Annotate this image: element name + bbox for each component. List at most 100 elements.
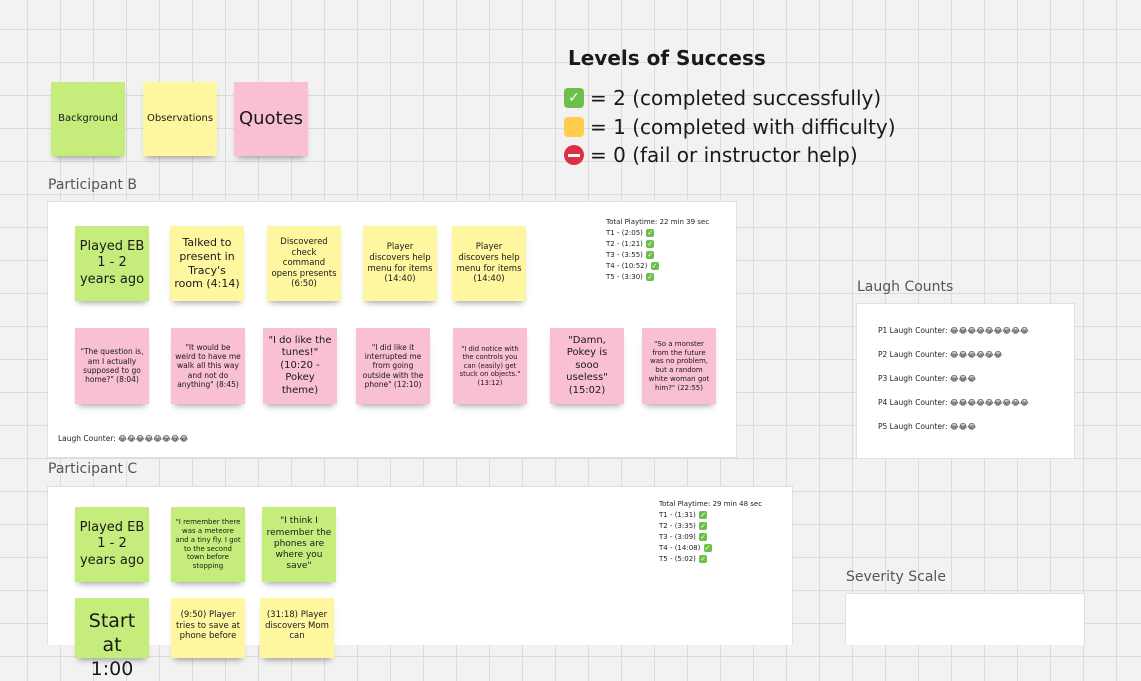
check-icon: ✓	[646, 251, 655, 259]
task-time: T4 - (10:52)	[606, 262, 648, 270]
legend-row-fail: = 0 (fail or instructor help)	[564, 143, 858, 167]
laugh-counts-frame[interactable]: P1 Laugh Counter: 😂😂😂😂😂😂😂😂😂 P2 Laugh Cou…	[856, 303, 1075, 459]
task-time: T1 - (1:31)	[659, 511, 696, 519]
task-row: T3 - (3:09) ✓	[659, 532, 762, 543]
task-row: T5 - (3:30) ✓	[606, 272, 709, 283]
quote-sticky[interactable]: "It would be weird to have me walk all t…	[171, 328, 245, 404]
check-icon: ✓	[699, 555, 708, 563]
key-observations-label: Observations	[146, 112, 214, 124]
total-playtime: Total Playtime: 29 min 48 sec	[659, 500, 763, 508]
sticky-text: Discovered check command opens presents …	[271, 236, 337, 290]
sticky-text: "I think I remember the phones are where…	[266, 516, 332, 572]
quote-sticky[interactable]: "The question is, am I actually supposed…	[75, 328, 149, 404]
legend-row-success: ✓ = 2 (completed successfully)	[564, 86, 881, 110]
sticky-text: "I remember there was a meteore and a ti…	[175, 518, 241, 570]
check-icon: ✓	[699, 533, 708, 541]
task-row: T4 - (14:08) ✓	[659, 543, 762, 554]
yellow-square-icon	[564, 117, 584, 137]
sticky-text: "It would be weird to have me walk all t…	[175, 342, 241, 390]
laugh-row: P3 Laugh Counter: 😂😂😂	[878, 374, 977, 383]
legend-row-difficulty: = 1 (completed with difficulty)	[564, 115, 896, 139]
task-time: T3 - (3:09)	[659, 533, 696, 541]
observation-sticky[interactable]: Discovered check command opens presents …	[267, 226, 341, 301]
sticky-text: Played EB 1 - 2 years ago	[79, 239, 145, 287]
observation-sticky[interactable]: Player discovers help menu for items (14…	[452, 226, 526, 301]
task-row: T3 - (3:55) ✓	[606, 250, 709, 261]
sticky-text: (9:50) Player tries to save at phone bef…	[176, 610, 240, 642]
severity-frame[interactable]	[845, 593, 1085, 645]
observation-sticky[interactable]: (31:18) Player discovers Mom can	[260, 598, 334, 658]
sticky-text: Talked to present in Tracy's room (4:14)	[174, 236, 240, 291]
laugh-row: P5 Laugh Counter: 😂😂😂	[878, 422, 977, 431]
participant-b-label: Participant B	[48, 177, 137, 193]
task-time: T2 - (1:21)	[606, 240, 643, 248]
task-time: T2 - (3:35)	[659, 522, 696, 530]
quote-sticky[interactable]: "I do like the tunes!" (10:20 - Pokey th…	[263, 328, 337, 404]
task-time: T5 - (5:02)	[659, 555, 696, 563]
task-row: T2 - (1:21) ✓	[606, 239, 709, 250]
legend-text: = 2 (completed successfully)	[590, 86, 882, 110]
task-row: T4 - (10:52) ✓	[606, 261, 709, 272]
background-sticky[interactable]: Played EB 1 - 2 years ago	[75, 507, 149, 582]
sticky-text: "I did like it interrupted me from going…	[362, 342, 424, 390]
quote-sticky[interactable]: "So a monster from the future was no pro…	[642, 328, 716, 404]
sticky-text: "The question is, am I actually supposed…	[80, 347, 144, 385]
check-icon: ✓	[699, 522, 708, 530]
key-background-label: Background	[58, 112, 118, 124]
laugh-row: P2 Laugh Counter: 😂😂😂😂😂😂	[878, 350, 1003, 359]
key-quotes-label: Quotes	[238, 107, 304, 129]
task-row: T2 - (3:35) ✓	[659, 521, 762, 532]
no-entry-icon	[564, 145, 584, 165]
key-quotes-sticky[interactable]: Quotes	[234, 82, 308, 156]
participant-c-label: Participant C	[48, 461, 138, 477]
quote-sticky[interactable]: "I did notice with the controls you can …	[453, 328, 527, 404]
observation-sticky[interactable]: Player discovers help menu for items (14…	[363, 226, 437, 301]
playtime-stats: Total Playtime: 22 min 39 sec T1 - (2:05…	[606, 217, 709, 283]
severity-label: Severity Scale	[846, 569, 946, 585]
task-time: T3 - (3:55)	[606, 251, 643, 259]
task-time: T1 - (2:05)	[606, 229, 643, 237]
total-playtime: Total Playtime: 22 min 39 sec	[606, 218, 710, 226]
laugh-counter: Laugh Counter: 😂😂😂😂😂😂😂😂	[58, 434, 189, 443]
key-observations-sticky[interactable]: Observations	[143, 82, 217, 156]
laugh-counts-label: Laugh Counts	[857, 279, 954, 295]
key-background-sticky[interactable]: Background	[51, 82, 125, 156]
start-sticky[interactable]: Start at 1:00	[75, 598, 149, 680]
sticky-text: "I did notice with the controls you can …	[459, 344, 521, 387]
sticky-text: Start at 1:00	[88, 610, 136, 680]
quote-sticky[interactable]: "Damn, Pokey is sooo useless" (15:02)	[550, 328, 624, 404]
legend-text: = 0 (fail or instructor help)	[590, 143, 858, 167]
sticky-text: Played EB 1 - 2 years ago	[79, 520, 145, 568]
observation-sticky[interactable]: Talked to present in Tracy's room (4:14)	[170, 226, 244, 301]
sticky-text: Player discovers help menu for items (14…	[456, 242, 522, 285]
task-row: T5 - (5:02) ✓	[659, 554, 762, 565]
task-time: T4 - (14:08)	[659, 544, 701, 552]
quote-sticky[interactable]: "I did like it interrupted me from going…	[356, 328, 430, 404]
check-icon: ✓	[703, 544, 712, 552]
sticky-text: "I do like the tunes!" (10:20 - Pokey th…	[268, 334, 332, 396]
sticky-text: Player discovers help menu for items (14…	[367, 242, 433, 285]
observation-sticky[interactable]: (9:50) Player tries to save at phone bef…	[171, 598, 245, 658]
check-icon: ✓	[564, 88, 584, 108]
laugh-row: P4 Laugh Counter: 😂😂😂😂😂😂😂😂😂	[878, 398, 1029, 407]
task-row: T1 - (1:31) ✓	[659, 510, 762, 521]
task-row: T1 - (2:05) ✓	[606, 228, 709, 239]
quote-sticky[interactable]: "I think I remember the phones are where…	[262, 507, 336, 582]
check-icon: ✓	[646, 229, 655, 237]
check-icon: ✓	[646, 273, 655, 281]
check-icon: ✓	[650, 262, 659, 270]
task-time: T5 - (3:30)	[606, 273, 643, 281]
playtime-stats: Total Playtime: 29 min 48 sec T1 - (1:31…	[659, 499, 762, 565]
quote-sticky[interactable]: "I remember there was a meteore and a ti…	[171, 507, 245, 582]
background-sticky[interactable]: Played EB 1 - 2 years ago	[75, 226, 149, 301]
participant-c-frame[interactable]: Played EB 1 - 2 years ago "I remember th…	[47, 486, 793, 680]
check-icon: ✓	[699, 511, 708, 519]
legend-text: = 1 (completed with difficulty)	[590, 115, 896, 139]
sticky-text: "So a monster from the future was no pro…	[648, 339, 710, 392]
participant-b-frame[interactable]: Played EB 1 - 2 years ago Talked to pres…	[47, 201, 737, 458]
sticky-text: (31:18) Player discovers Mom can	[265, 610, 329, 642]
check-icon: ✓	[646, 240, 655, 248]
laugh-row: P1 Laugh Counter: 😂😂😂😂😂😂😂😂😂	[878, 326, 1029, 335]
levels-title: Levels of Success	[568, 46, 766, 70]
sticky-text: "Damn, Pokey is sooo useless" (15:02)	[566, 334, 608, 396]
